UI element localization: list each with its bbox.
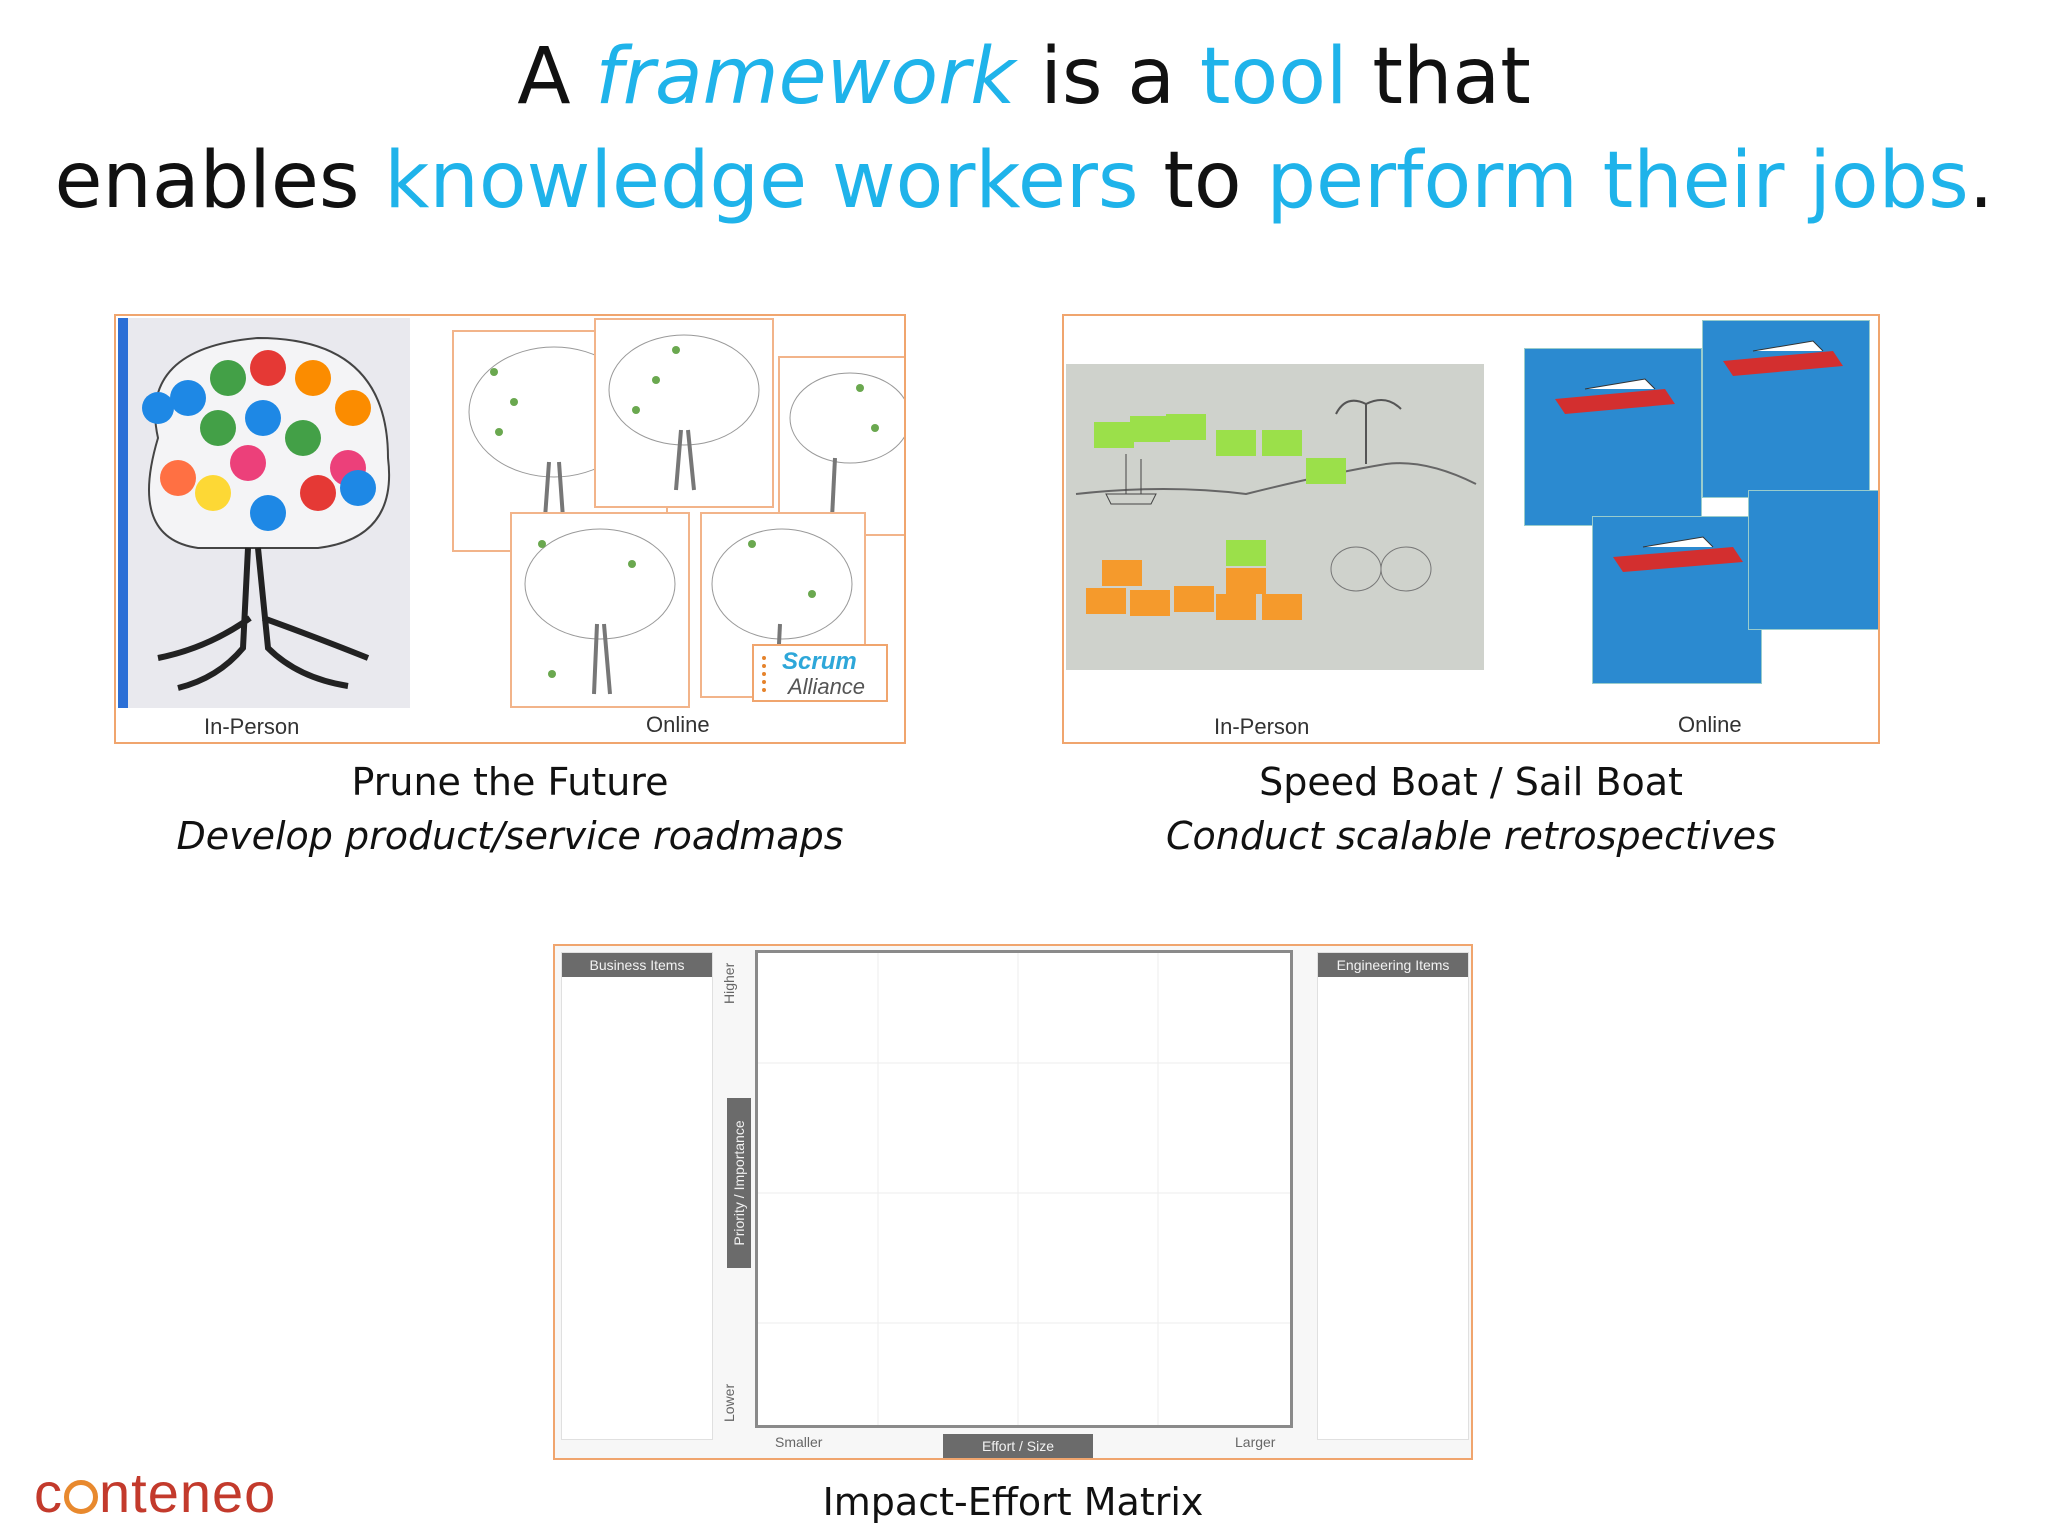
scrum-alliance-logo-line1: Scrum bbox=[782, 648, 857, 675]
online-boat-card bbox=[1592, 516, 1762, 684]
green-sticky-note bbox=[1216, 430, 1256, 456]
orange-sticky-note bbox=[1174, 586, 1214, 612]
heading-tool: tool bbox=[1199, 32, 1348, 122]
impact-effort-matrix-image: Business Items Engineering Items Higher … bbox=[553, 944, 1473, 1460]
logo-rest: nteneo bbox=[99, 1461, 277, 1524]
green-sticky-note bbox=[1166, 414, 1206, 440]
engineering-items-tag: Engineering Items bbox=[1318, 953, 1468, 977]
online-boat-card bbox=[1748, 490, 1878, 630]
matrix-gridlines bbox=[758, 953, 1290, 1425]
speed-boat-whiteboard bbox=[1075, 399, 1477, 592]
online-tree-card bbox=[510, 512, 690, 708]
apple-tree-illustration bbox=[118, 318, 391, 708]
axis-tag-effort: Effort / Size bbox=[943, 1434, 1093, 1458]
heading-line-1: A framework is a tool that bbox=[0, 38, 2048, 116]
scrum-alliance-dots bbox=[762, 656, 784, 692]
caption-prune-the-future: Prune the Future bbox=[351, 760, 669, 804]
online-boat-card bbox=[1524, 348, 1702, 526]
prune-the-future-image: Scrum Alliance In-Person Online bbox=[114, 314, 906, 744]
business-items-tag: Business Items bbox=[562, 953, 712, 977]
subcaption-speed-boat: Conduct scalable retrospectives bbox=[1166, 814, 1776, 858]
heading-word: is a bbox=[1040, 32, 1176, 122]
orange-sticky-note bbox=[1086, 588, 1126, 614]
green-sticky-note bbox=[1226, 540, 1266, 566]
heading-word: that bbox=[1372, 32, 1531, 122]
orange-sticky-note bbox=[1130, 590, 1170, 616]
orange-sticky-note bbox=[1262, 594, 1302, 620]
logo-o-icon bbox=[64, 1480, 98, 1514]
axis-label-larger: Larger bbox=[1235, 1434, 1276, 1450]
orange-sticky-note bbox=[1102, 560, 1142, 586]
caption-impact-effort-matrix: Impact-Effort Matrix bbox=[822, 1480, 1204, 1524]
heading-period: . bbox=[1968, 136, 1994, 226]
subcaption-prune-the-future: Develop product/service roadmaps bbox=[176, 814, 844, 858]
scrum-alliance-logo-line2: Alliance bbox=[788, 674, 866, 699]
heading-word: A bbox=[517, 32, 571, 122]
scrum-alliance-logo: Scrum Alliance bbox=[752, 644, 888, 702]
in-person-whiteboard-photo bbox=[1066, 364, 1484, 670]
axis-label-smaller: Smaller bbox=[775, 1434, 823, 1450]
engineering-items-column: Engineering Items bbox=[1317, 952, 1469, 1440]
logo-c: c bbox=[34, 1461, 63, 1524]
business-items-column: Business Items bbox=[561, 952, 713, 1440]
label-online: Online bbox=[646, 712, 710, 737]
online-tree-card bbox=[778, 356, 904, 536]
orange-sticky-note bbox=[1216, 594, 1256, 620]
in-person-tree-photo bbox=[118, 318, 410, 708]
speed-boat-image: In-Person Online bbox=[1062, 314, 1880, 744]
green-sticky-note bbox=[1094, 422, 1134, 448]
heading-perform: perform their jobs bbox=[1266, 136, 1969, 226]
heading-word: enables bbox=[54, 136, 360, 226]
label-in-person: In-Person bbox=[204, 714, 300, 739]
heading-framework: framework bbox=[595, 32, 1016, 122]
matrix-grid bbox=[755, 950, 1293, 1428]
caption-speed-boat: Speed Boat / Sail Boat bbox=[1259, 760, 1683, 804]
online-boat-card bbox=[1702, 320, 1870, 498]
axis-tag-priority: Priority / Importance bbox=[727, 1098, 751, 1268]
green-sticky-note bbox=[1262, 430, 1302, 456]
heading-line-2: enables knowledge workers to perform the… bbox=[0, 142, 2048, 220]
axis-label-higher: Higher bbox=[721, 962, 737, 1004]
heading-word: to bbox=[1163, 136, 1242, 226]
label-in-person: In-Person bbox=[1214, 714, 1310, 739]
online-tree-card bbox=[594, 318, 774, 508]
green-sticky-note bbox=[1130, 416, 1170, 442]
green-sticky-note bbox=[1306, 458, 1346, 484]
heading-knowledge-workers: knowledge workers bbox=[384, 136, 1139, 226]
label-online: Online bbox=[1678, 712, 1742, 737]
axis-label-lower: Lower bbox=[721, 1383, 737, 1422]
orange-sticky-note bbox=[1226, 568, 1266, 594]
